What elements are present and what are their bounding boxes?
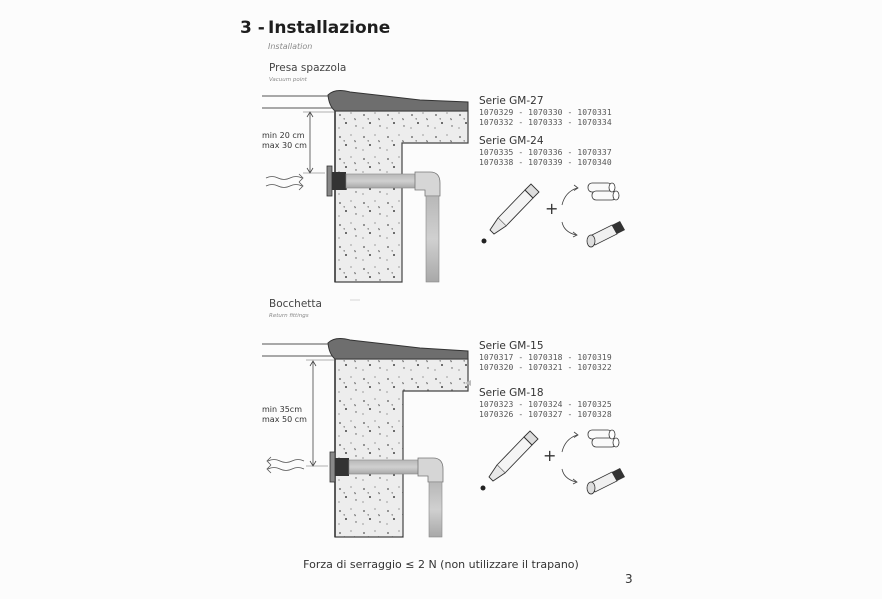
section-number: 3 - [240,18,265,38]
glue-tube-icon [480,430,539,491]
glue-tube-icon [481,183,540,244]
series-codes: 1070326 - 1070327 - 1070328 [479,410,612,419]
series-codes: 1070320 - 1070321 - 1070322 [479,363,612,372]
series-codes: 1070332 - 1070333 - 1070334 [479,118,612,127]
vacuum-point-diagram: + [262,90,625,283]
return-fittings-diagram: + [262,338,625,538]
series-codes: 1070338 - 1070339 - 1070340 [479,158,612,167]
page-number: 3 [625,572,633,586]
vacuum-point-subtitle: Vacuum point [269,77,307,83]
pipe-pieces-icon [587,429,620,448]
lower-dim-max: max 50 cm [262,415,307,424]
vacuum-point-title: Presa spazzola [269,62,347,74]
series-label: Serie GM-18 [479,387,544,399]
series-codes: 1070335 - 1070336 - 1070337 [479,148,612,157]
fitting-icon [586,221,625,248]
series-codes: 1070329 - 1070330 - 1070331 [479,108,612,117]
series-codes: 1070323 - 1070324 - 1070325 [479,400,612,409]
pipe-pieces-icon [587,182,620,201]
plus-icon: + [545,199,558,218]
clamping-force-note: Forza di serraggio ≤ 2 N (non utilizzare… [303,558,579,571]
arrow-icon [561,187,578,206]
section-title: Installazione [268,18,391,38]
lower-dim-min: min 35cm [262,405,302,414]
upper-dim-max: max 30 cm [262,141,307,150]
arrow-icon [561,434,578,453]
series-label: Serie GM-15 [479,340,544,352]
fitting-icon [586,468,625,495]
upper-dim-min: min 20 cm [262,131,305,140]
series-label: Serie GM-24 [479,135,544,147]
section-subtitle: Installation [268,42,313,51]
return-fittings-subtitle: Return fittings [269,313,309,319]
plus-icon: + [543,446,556,465]
series-label: Serie GM-27 [479,95,544,107]
series-codes: 1070317 - 1070318 - 1070319 [479,353,612,362]
return-fittings-title: Bocchetta [269,298,322,310]
